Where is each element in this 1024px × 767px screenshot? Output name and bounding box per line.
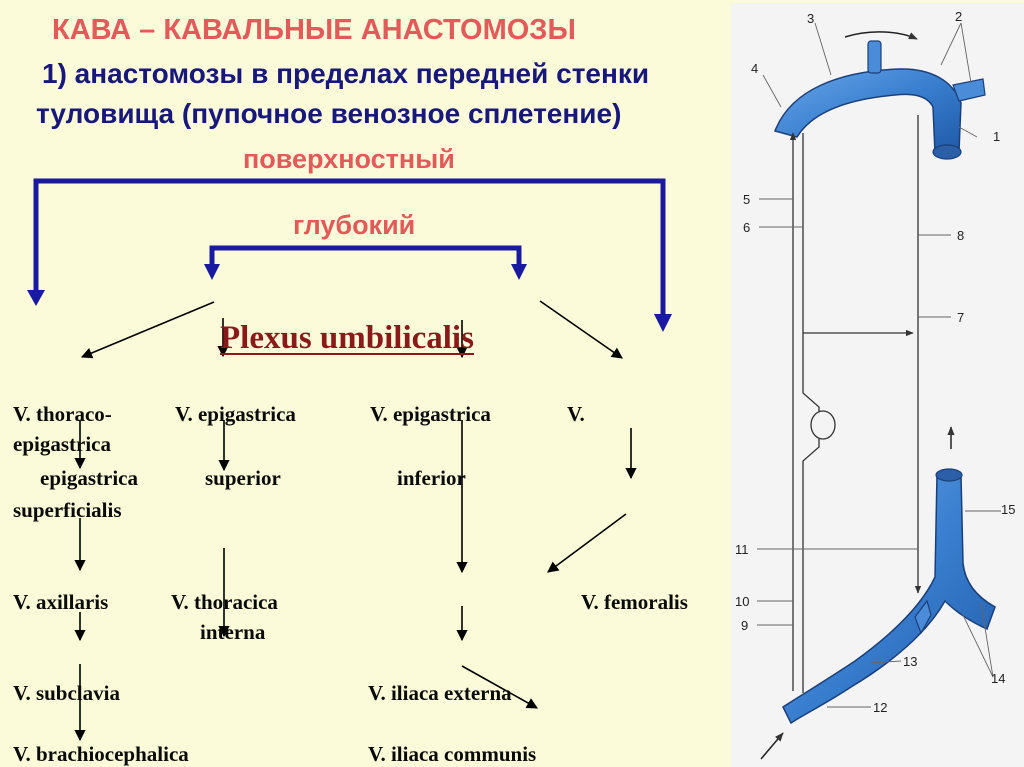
figure-number-13: 13 [903,654,918,669]
vein-subclavia: V. subclavia [13,681,120,705]
upper-vein-arch [774,31,986,160]
vein-epigastrica-superior-line1: V. epigastrica [175,402,296,426]
label-superficial: поверхностный [243,144,455,174]
figure-number-2: 2 [955,9,963,24]
vein-epigastrica-superior-line2: superior [205,466,281,490]
deep-bracket [209,245,522,264]
vein-epigastrica-inferior-line2: inferior [397,466,466,490]
figure-number-7: 7 [957,310,965,325]
leader-lines [757,22,1001,708]
figure-number-4: 4 [751,61,759,76]
figure-number-14: 14 [991,671,1006,686]
vein-femoralis: V. femoralis [581,590,688,614]
vein-thoracica-interna-line1: V. thoracica [171,590,278,614]
deep-bracket-left-arrowhead [204,264,220,280]
vein-brachiocephalica: V. brachiocephalica [13,742,189,766]
vein-epigastrica-superficialis-line2: superficialis [13,498,122,522]
superficial-bracket [33,178,666,316]
vein-right-v: V. [567,402,585,426]
vein-iliaca-externa: V. iliaca externa [368,681,512,705]
arrow-externa-to-communis [461,665,538,709]
figure-number-3: 3 [807,11,815,26]
figure-number-12: 12 [873,700,888,715]
vein-epigastrica-inferior-line1: V. epigastrica [370,402,491,426]
figure-number-8: 8 [957,228,965,243]
vein-epigastrica-superficialis-line1: epigastrica [40,466,138,490]
figure-number-11: 11 [735,542,749,557]
vein-thoracoepigastrica-line1: V. thoraco- [13,402,112,426]
anatomy-figure: 1 2 3 4 5 6 7 8 9 10 11 12 13 14 15 [731,3,1024,767]
slide-title: КАВА – КАВАЛЬНЫЕ АНАСТОМОЗЫ [52,14,576,46]
vein-illustration [757,22,1001,760]
vein-thoracica-interna-line2: interna [200,620,266,644]
diagram-arrows [27,178,672,742]
superficial-bracket-right-arrowhead [654,314,672,332]
arrow-right-to-femoralis [547,513,627,573]
superficial-bracket-left-arrowhead [27,290,45,306]
vein-axillaris: V. axillaris [13,590,109,614]
figure-number-5: 5 [743,192,751,207]
plexus-umbilicalis-heading: Plexus umbilicalis [220,320,474,356]
figure-number-9: 9 [741,618,749,633]
arrow-plexus-to-thoracoepigastrica [80,301,215,359]
figure-number-1: 1 [993,129,1001,144]
lower-vein-trunk [760,426,996,760]
figure-number-10: 10 [735,594,750,609]
vertical-anastomoses [789,115,922,693]
subtitle-line-2: туловища (пупочное венозное сплетение) [36,98,622,129]
deep-bracket-right-arrowhead [511,264,527,280]
vein-iliaca-communis: V. iliaca communis [368,742,537,766]
subtitle-line-1: 1) анастомозы в пределах передней стенки [42,58,650,89]
label-deep: глубокий [293,210,416,240]
arrow-plexus-to-right [539,300,623,359]
figure-number-6: 6 [743,220,751,235]
figure-number-15: 15 [1001,502,1016,517]
vein-thoracoepigastrica-line2: epigastrica [13,432,111,456]
